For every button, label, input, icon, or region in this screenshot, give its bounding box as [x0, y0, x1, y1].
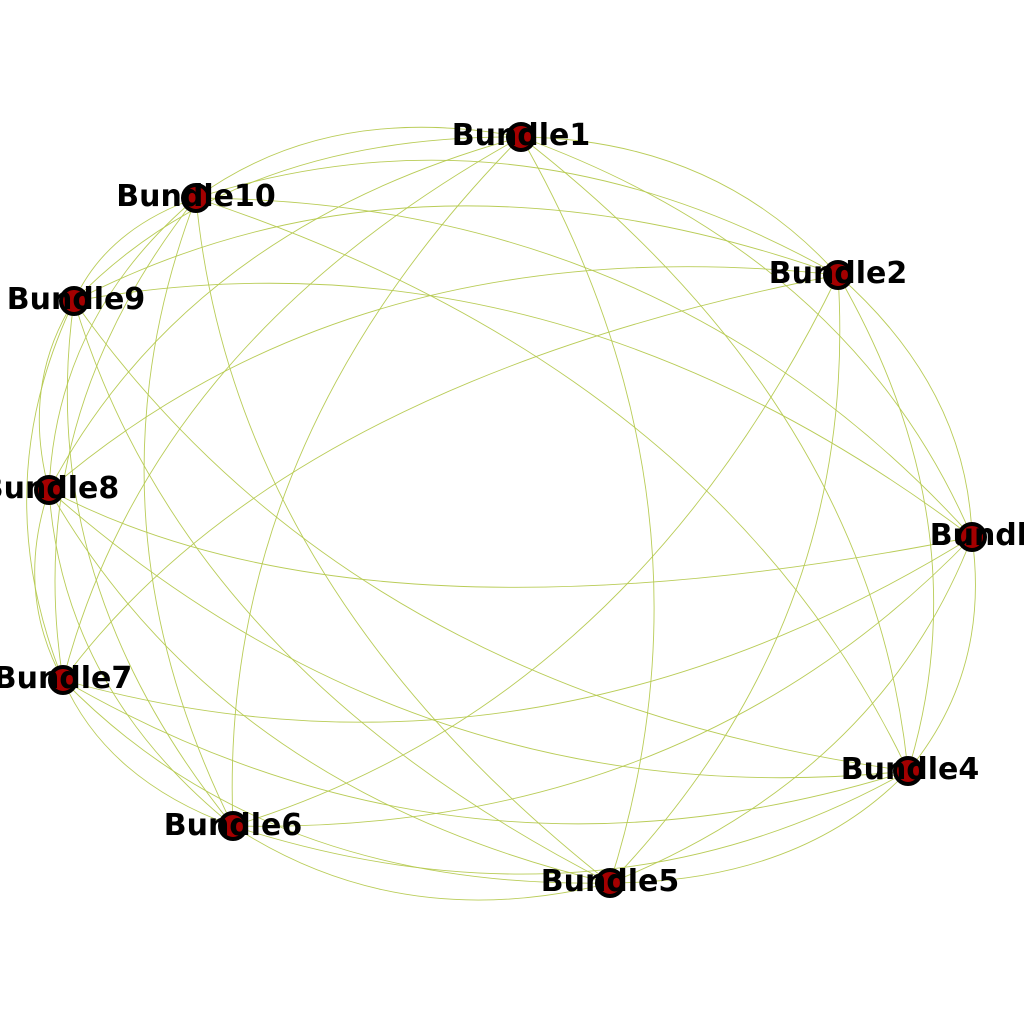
node-b1: Bundle1	[452, 118, 591, 153]
node-b5: Bundle5	[541, 864, 680, 899]
nodes-layer: Bundle1Bundle2Bundle3Bundle4Bundle5 Bundl…	[0, 118, 1024, 899]
node-circle	[181, 183, 211, 213]
node-label: Bundle7	[0, 661, 132, 696]
edge-b4-b8	[48, 489, 909, 779]
edge-b5-b10	[195, 197, 611, 884]
node-b7: Bundle7	[0, 661, 132, 696]
edge-b4-b6	[232, 770, 909, 875]
edge-b2-b9	[73, 205, 839, 302]
edge-b2-b5	[609, 274, 841, 884]
edge-b6-b7	[62, 679, 234, 827]
edge-b8-b10	[48, 197, 197, 491]
edges-layer	[26, 126, 976, 901]
edge-b4-b5	[609, 770, 909, 884]
edge-b6-b8	[48, 489, 234, 827]
node-label: Bundle1	[452, 118, 591, 153]
node-circle	[823, 260, 853, 290]
node-label: Bundle3	[930, 518, 1024, 553]
edge-b1-b2	[520, 136, 839, 276]
node-circle	[506, 122, 536, 152]
edge-b1-b9	[73, 136, 522, 302]
edge-b6-b10	[143, 197, 234, 827]
node-b6: Bundle6	[164, 808, 303, 843]
edge-b3-b6	[232, 536, 973, 827]
edge-b3-b7	[62, 536, 973, 723]
edge-b3-b4	[907, 536, 976, 772]
node-circle	[48, 665, 78, 695]
node-label: Bundle5	[541, 864, 680, 899]
node-label: Bundle6	[164, 808, 303, 843]
edge-b7-b9	[26, 300, 75, 681]
edge-b3-b8	[48, 489, 973, 588]
node-b2: Bundle2	[769, 256, 908, 291]
edge-b3-b9	[73, 282, 973, 538]
node-circle	[957, 522, 987, 552]
node-b10: Bundle10	[116, 179, 275, 214]
edge-b5-b9	[73, 300, 611, 884]
edge-b2-b6	[232, 274, 839, 827]
node-label: Bundle2	[769, 256, 908, 291]
edge-b1-b7	[62, 136, 522, 681]
edge-b8-b9	[38, 300, 75, 491]
edge-b5-b6	[232, 825, 611, 901]
edge-b9-b10	[73, 197, 197, 302]
node-label: Bundle8	[0, 471, 119, 506]
edge-b2-b8	[48, 266, 839, 491]
edge-b1-b4	[520, 136, 909, 772]
node-circle	[59, 286, 89, 316]
node-b4: Bundle4	[841, 752, 980, 787]
edge-b2-b3	[837, 274, 973, 538]
edge-b1-b3	[520, 136, 973, 538]
edge-b2-b10	[195, 159, 839, 276]
edge-b4-b10	[195, 197, 909, 772]
edge-b1-b10	[195, 126, 522, 199]
edge-b6-b9	[66, 300, 234, 827]
node-b8: Bundle8	[0, 471, 119, 506]
node-label: Bundle4	[841, 752, 980, 787]
node-label: Bundle10	[116, 179, 275, 214]
node-b9: Bundle9	[7, 282, 146, 317]
edge-b3-b10	[195, 197, 973, 538]
edge-b1-b8	[48, 136, 522, 491]
edge-b4-b7	[62, 679, 909, 825]
edge-b2-b4	[837, 274, 935, 772]
edge-b1-b6	[231, 136, 522, 827]
node-b3: Bundle3	[930, 518, 1024, 553]
edge-b5-b8	[48, 489, 611, 884]
node-label: Bundle9	[7, 282, 146, 317]
edge-b4-b9	[73, 300, 909, 772]
edge-b7-b10	[54, 197, 197, 681]
node-circle	[893, 756, 923, 786]
edge-b1-b5	[520, 136, 655, 884]
node-circle	[218, 811, 248, 841]
edge-b2-b7	[62, 274, 839, 681]
edge-b5-b7	[62, 679, 611, 884]
edge-b3-b5	[609, 536, 973, 884]
node-circle	[34, 475, 64, 505]
node-circle	[595, 868, 625, 898]
